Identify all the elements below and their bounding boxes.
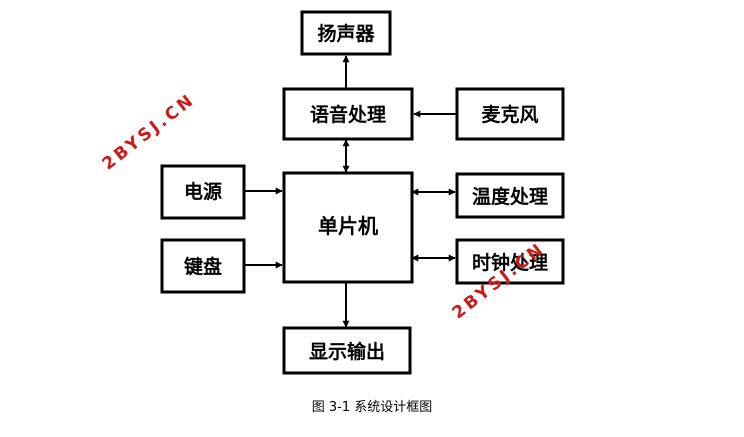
node-speaker: 扬声器 [300, 10, 392, 56]
node-voice-processing: 语音处理 [282, 87, 414, 141]
node-power-label: 电源 [184, 180, 222, 203]
node-power: 电源 [160, 164, 246, 220]
node-voice-processing-label: 语音处理 [310, 103, 386, 126]
node-mcu: 单片机 [282, 171, 414, 284]
node-speaker-label: 扬声器 [317, 22, 375, 45]
node-temperature-processing: 温度处理 [455, 172, 565, 219]
node-keyboard: 键盘 [160, 238, 246, 294]
node-display-output: 显示输出 [282, 326, 412, 375]
node-clock-processing: 时钟处理 [455, 238, 565, 285]
node-temperature-processing-label: 温度处理 [472, 185, 548, 208]
node-display-output-label: 显示输出 [309, 340, 385, 363]
figure-caption: 图 3-1 系统设计框图 [312, 400, 433, 415]
node-mcu-label: 单片机 [318, 214, 378, 238]
node-clock-processing-label: 时钟处理 [472, 251, 548, 274]
node-keyboard-label: 键盘 [183, 255, 222, 278]
node-microphone: 麦克风 [455, 87, 565, 141]
node-microphone-label: 麦克风 [481, 103, 538, 126]
watermark-upper-left: 2BYSJ.CN [99, 90, 199, 175]
